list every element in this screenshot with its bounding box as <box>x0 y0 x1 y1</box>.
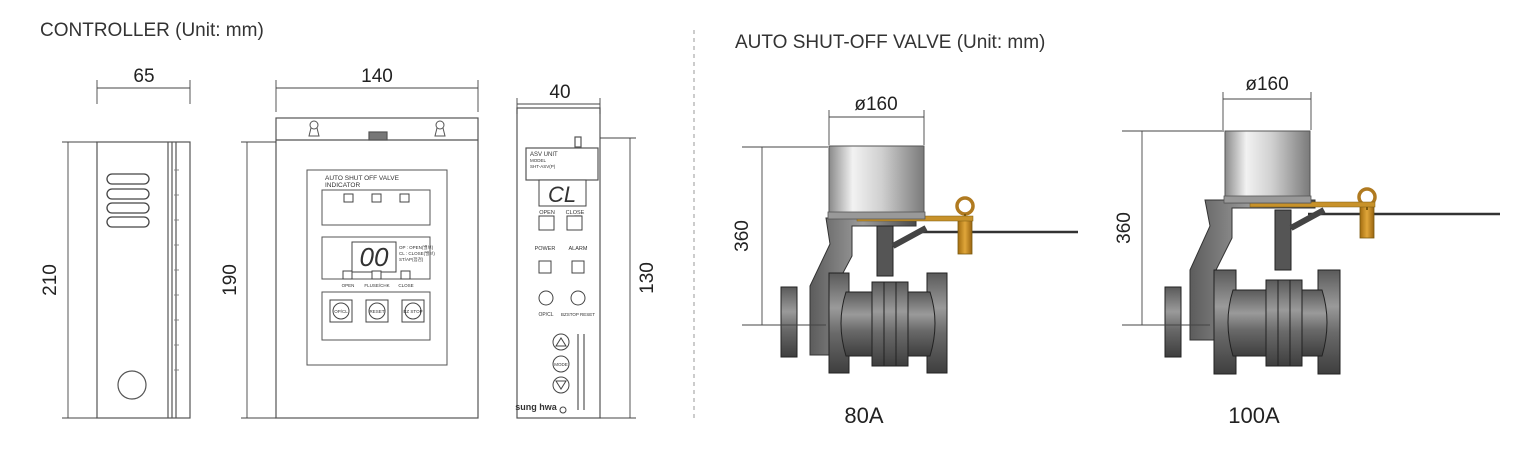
dim-40: 40 <box>549 82 570 103</box>
dim-100a-diameter <box>1222 92 1312 130</box>
unit-led <box>559 406 567 414</box>
panel-label-line1: AUTO SHUT OFF VALVE <box>325 175 400 182</box>
panel-buttons <box>329 299 425 323</box>
panel-btn-bzstop[interactable]: BZ STOP <box>403 309 422 314</box>
unit-lamp-alarm: ALARM <box>569 246 588 252</box>
panel-display-value: 00 <box>360 242 389 272</box>
controller-title: CONTROLLER (Unit: mm) <box>40 20 264 41</box>
valve-100a <box>1164 130 1500 375</box>
dim-190: 190 <box>220 264 241 296</box>
valve-100a-diameter: ø160 <box>1245 74 1288 95</box>
valve-80a-diameter: ø160 <box>854 94 897 115</box>
keyhole-icon <box>308 120 446 137</box>
controller-front-view <box>275 117 479 419</box>
valve-100a-label: 100A <box>1228 403 1280 428</box>
panel-indicator-leds <box>342 270 411 280</box>
unit-lamps <box>538 260 585 274</box>
dim-100a-height <box>1122 130 1224 326</box>
panel-ind-open: OPEN <box>342 283 355 288</box>
unit-switch-open: OPEN <box>539 210 555 216</box>
unit-lamp-power: POWER <box>535 246 556 252</box>
unit-nav-buttons[interactable] <box>552 333 570 394</box>
unit-label-3: SHT-ASV(P) <box>530 164 556 169</box>
valve-80a-label: 80A <box>844 403 883 428</box>
unit-label-2: MODEL <box>530 158 547 163</box>
vent-slots <box>106 173 150 228</box>
valve-100a-height: 360 <box>1114 212 1135 244</box>
valve-80a-height: 360 <box>732 220 753 252</box>
panel-ind-fluse: FLUSE/CHK <box>364 283 389 288</box>
unit-switch-close: CLOSE <box>566 210 585 216</box>
panel-label-line2: INDICATOR <box>325 182 360 189</box>
unit-btn-opcl[interactable]: OP/CL <box>538 312 553 318</box>
dim-front-width <box>275 80 479 112</box>
dim-unit-width <box>516 98 601 114</box>
controller-side-view <box>96 141 191 419</box>
unit-label-1: ASV UNIT <box>530 152 558 158</box>
panel-btn-reset[interactable]: RESET <box>369 309 384 314</box>
unit-brand: sung hwa <box>515 402 557 412</box>
panel-status-1: OP : OPEN(밸브) <box>399 244 434 250</box>
valve-80a <box>780 145 1078 374</box>
unit-btn-bzstop[interactable]: BZSTOP RESET <box>561 312 595 317</box>
panel-status-3: ST/AP(점검) <box>399 256 424 262</box>
valve-title: AUTO SHUT-OFF VALVE (Unit: mm) <box>735 32 1046 53</box>
panel-top-leds <box>343 193 410 203</box>
unit-switches <box>538 215 583 231</box>
dim-80a-height <box>742 146 828 326</box>
dim-total-height <box>62 141 97 419</box>
dim-side-width <box>96 80 191 104</box>
unit-seg-display <box>538 179 587 207</box>
unit-display-value: CL <box>548 182 576 207</box>
dim-65: 65 <box>133 66 154 87</box>
dim-130: 130 <box>637 262 658 294</box>
panel-btn-opcl[interactable]: OP/CL <box>334 309 348 314</box>
dim-210: 210 <box>40 264 61 296</box>
panel-ind-close: CLOSE <box>398 283 413 288</box>
dim-unit-height <box>600 137 636 419</box>
unit-mode-label: MODE <box>554 362 568 367</box>
cable-port <box>117 370 147 400</box>
panel-status-2: CL : CLOSE(밸브) <box>399 250 435 256</box>
dim-front-height <box>241 141 276 419</box>
dim-80a-diameter <box>828 110 925 145</box>
unit-buttons <box>538 290 586 306</box>
front-panel <box>306 169 448 366</box>
dim-140: 140 <box>361 66 393 87</box>
